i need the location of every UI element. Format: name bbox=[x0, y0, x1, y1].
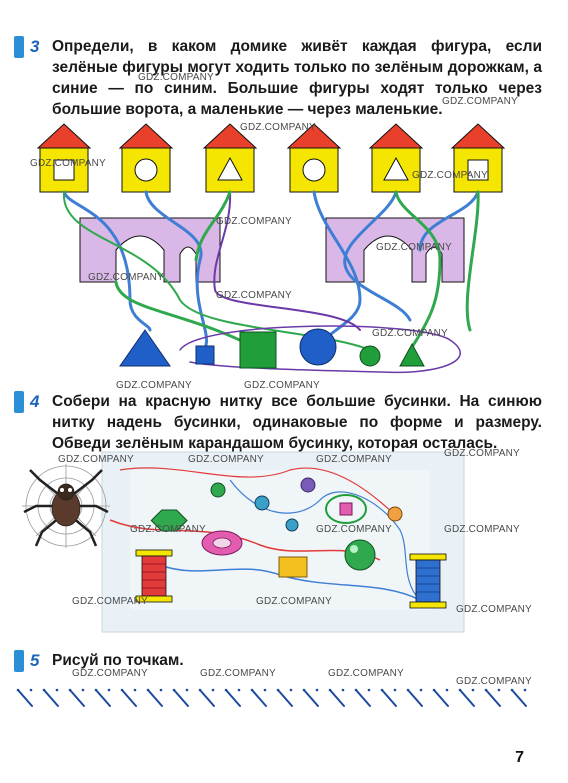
watermark: GDZ.COMPANY bbox=[412, 170, 488, 181]
small-purple-bead[interactable] bbox=[300, 477, 316, 493]
small-teal-bead[interactable] bbox=[254, 495, 270, 511]
task-4-marker bbox=[14, 391, 24, 413]
page-number: 7 bbox=[515, 749, 524, 766]
watermark: GDZ.COMPANY bbox=[216, 290, 292, 301]
house-circle-2[interactable] bbox=[286, 123, 342, 193]
task-5-marker bbox=[14, 650, 24, 672]
watermark: GDZ.COMPANY bbox=[138, 72, 214, 83]
circle-symbol-icon bbox=[302, 158, 326, 182]
square-symbol-icon bbox=[467, 159, 489, 181]
watermark: GDZ.COMPANY bbox=[256, 596, 332, 607]
big-yellow-cylinder-bead[interactable] bbox=[278, 556, 308, 578]
triangle-symbol-icon bbox=[383, 156, 409, 181]
big-blue-circle[interactable] bbox=[299, 328, 337, 366]
big-green-sphere-bead[interactable] bbox=[344, 539, 376, 571]
watermark: GDZ.COMPANY bbox=[456, 604, 532, 615]
watermark: GDZ.COMPANY bbox=[216, 216, 292, 227]
watermark: GDZ.COMPANY bbox=[72, 668, 148, 679]
paths bbox=[62, 190, 480, 374]
small-blue-bead[interactable] bbox=[285, 518, 299, 532]
watermark: GDZ.COMPANY bbox=[328, 668, 404, 679]
gate-left bbox=[79, 217, 221, 283]
square-symbol-icon bbox=[53, 159, 75, 181]
house-square-2[interactable] bbox=[450, 123, 506, 193]
watermark: GDZ.COMPANY bbox=[316, 524, 392, 535]
task-4-number: 4 bbox=[30, 392, 40, 411]
big-green-square[interactable] bbox=[239, 331, 277, 369]
watermark: GDZ.COMPANY bbox=[442, 96, 518, 107]
red-spool[interactable] bbox=[135, 549, 173, 603]
watermark: GDZ.COMPANY bbox=[316, 454, 392, 465]
spider-on-web-icon bbox=[22, 464, 110, 548]
house-triangle-2[interactable] bbox=[368, 123, 424, 193]
watermark: GDZ.COMPANY bbox=[130, 524, 206, 535]
task-5-number: 5 bbox=[30, 651, 40, 670]
big-blue-triangle[interactable] bbox=[119, 329, 171, 367]
task-3-number: 3 bbox=[30, 37, 40, 56]
watermark: GDZ.COMPANY bbox=[188, 454, 264, 465]
watermark: GDZ.COMPANY bbox=[372, 328, 448, 339]
task-5-text: Рисуй по точкам. bbox=[52, 652, 184, 669]
dot-baseline bbox=[16, 688, 527, 692]
watermark: GDZ.COMPANY bbox=[444, 448, 520, 459]
house-circle-1[interactable] bbox=[118, 123, 174, 193]
watermark: GDZ.COMPANY bbox=[30, 158, 106, 169]
task-4-text: Собери на красную нитку все большие буси… bbox=[52, 393, 542, 452]
watermark: GDZ.COMPANY bbox=[58, 454, 134, 465]
watermark: GDZ.COMPANY bbox=[456, 676, 532, 687]
watermark: GDZ.COMPANY bbox=[240, 122, 316, 133]
small-green-circle[interactable] bbox=[359, 345, 381, 367]
green-circle-marker[interactable] bbox=[325, 494, 367, 524]
house-triangle-1[interactable] bbox=[202, 123, 258, 193]
watermark: GDZ.COMPANY bbox=[116, 380, 192, 391]
watermark: GDZ.COMPANY bbox=[88, 272, 164, 283]
watermark: GDZ.COMPANY bbox=[244, 380, 320, 391]
beads bbox=[150, 477, 403, 578]
houses-row bbox=[36, 123, 506, 193]
dot-pattern[interactable] bbox=[17, 689, 527, 707]
small-green-bead[interactable] bbox=[210, 482, 226, 498]
blue-spool[interactable] bbox=[409, 553, 447, 609]
figures bbox=[119, 328, 425, 369]
big-green-hexagon-bead[interactable] bbox=[150, 509, 188, 532]
watermark: GDZ.COMPANY bbox=[200, 668, 276, 679]
watermark: GDZ.COMPANY bbox=[376, 242, 452, 253]
triangle-symbol-icon bbox=[217, 156, 243, 181]
watermark: GDZ.COMPANY bbox=[72, 596, 148, 607]
circle-symbol-icon bbox=[134, 158, 158, 182]
small-green-triangle[interactable] bbox=[399, 342, 425, 367]
task-3-text: Определи, в каком домике живёт каждая фи… bbox=[52, 38, 542, 118]
pink-square-bead[interactable] bbox=[339, 502, 353, 516]
small-blue-square[interactable] bbox=[195, 345, 215, 365]
small-orange-bead[interactable] bbox=[387, 506, 403, 522]
watermark: GDZ.COMPANY bbox=[444, 524, 520, 535]
task-3-marker bbox=[14, 36, 24, 58]
